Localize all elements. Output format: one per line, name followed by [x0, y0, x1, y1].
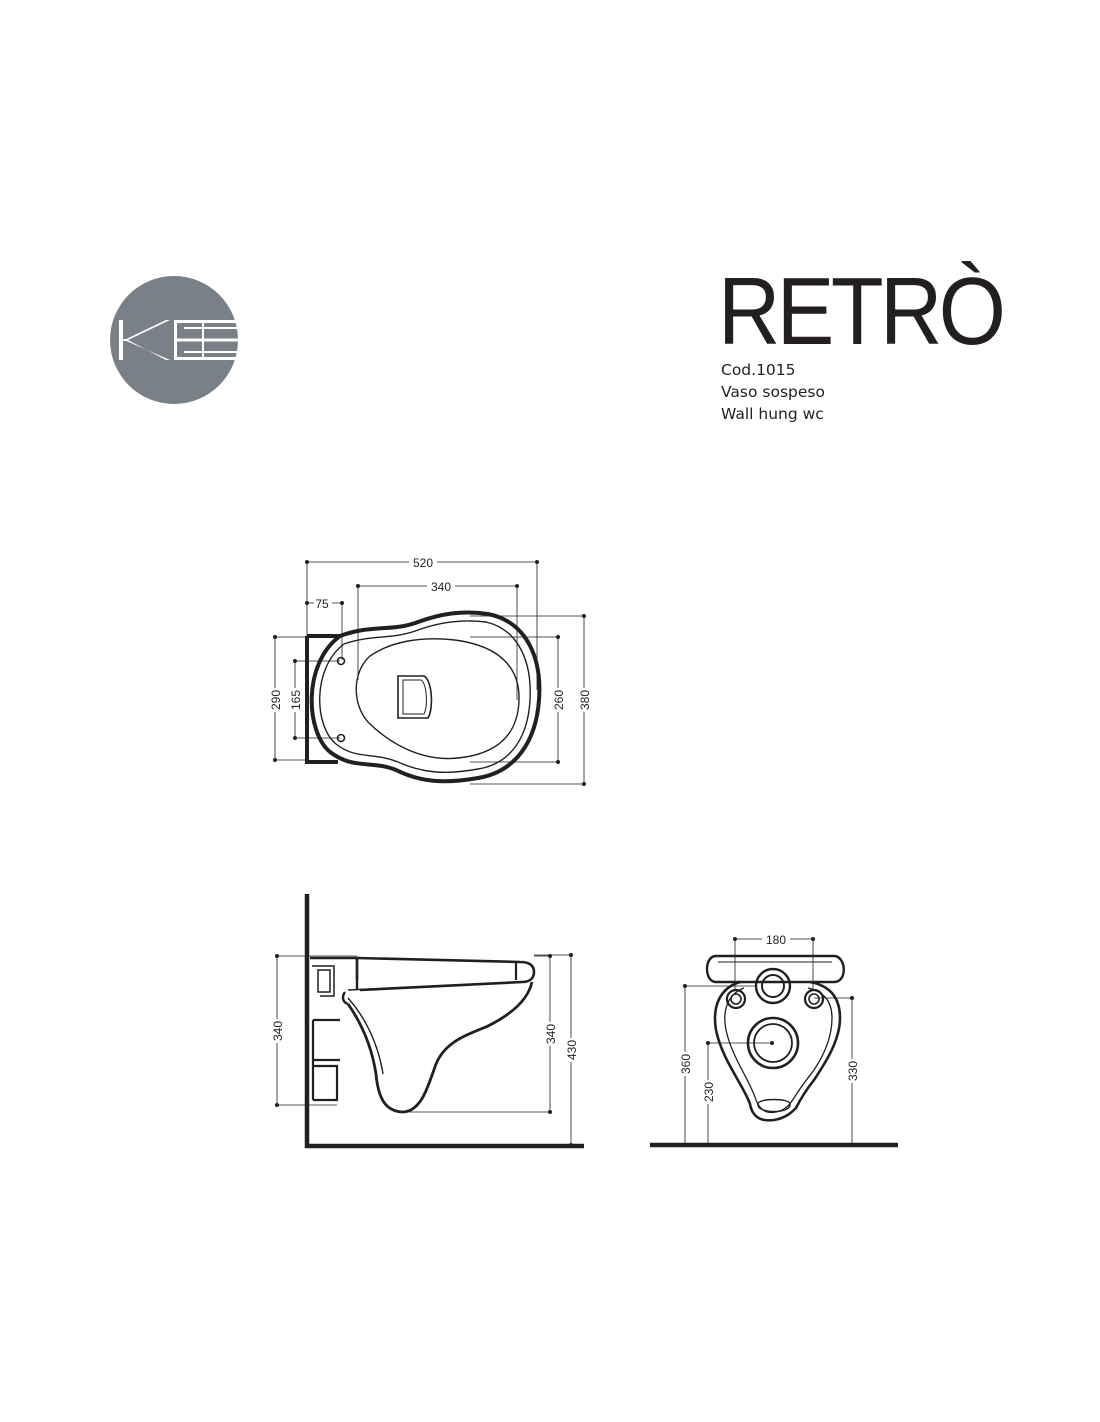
side-wall-floor [304, 894, 584, 1149]
product-name-it: Vaso sospeso [721, 383, 825, 401]
product-title: RETRÒ [718, 258, 1006, 365]
side-view-dim-dots [275, 953, 573, 1147]
dim-290: 290 [269, 690, 283, 710]
product-info: Cod.1015 Vaso sospeso Wall hung wc [721, 359, 825, 425]
dim-380: 380 [578, 690, 592, 710]
top-inner-rim [319, 620, 531, 773]
dim-230: 230 [702, 1082, 716, 1102]
brand-logo [110, 275, 270, 405]
top-wall-plate [305, 634, 340, 764]
dim-330: 330 [846, 1061, 860, 1081]
side-view-dim-labels: 340 340 430 [270, 1019, 579, 1062]
dim-430: 430 [565, 1040, 579, 1060]
top-drain [397, 675, 433, 719]
side-view-dimensions [276, 954, 572, 1145]
front-view [650, 954, 898, 1148]
dim-340-side-bowl: 340 [544, 1024, 558, 1044]
top-outer-contour [309, 610, 542, 784]
front-view-dim-labels: 180 360 230 330 [678, 932, 860, 1104]
dim-75: 75 [315, 597, 329, 611]
side-view [304, 894, 584, 1149]
logo-letters [119, 320, 264, 360]
dim-360: 360 [679, 1054, 693, 1074]
front-view-dim-dots [683, 937, 854, 1045]
dim-260: 260 [552, 690, 566, 710]
ke-logo-icon [110, 276, 264, 404]
product-name-en: Wall hung wc [721, 405, 824, 423]
top-view-dim-dots [273, 560, 586, 786]
dim-165: 165 [289, 690, 303, 710]
top-view-dim-labels: 520 340 75 290 165 260 380 [268, 555, 592, 712]
dim-520: 520 [413, 556, 433, 570]
top-bowl-opening [355, 638, 520, 760]
dim-340-top: 340 [431, 580, 451, 594]
dim-180: 180 [766, 933, 786, 947]
dim-340-side-wall: 340 [271, 1021, 285, 1041]
product-code: Cod.1015 [721, 361, 796, 379]
